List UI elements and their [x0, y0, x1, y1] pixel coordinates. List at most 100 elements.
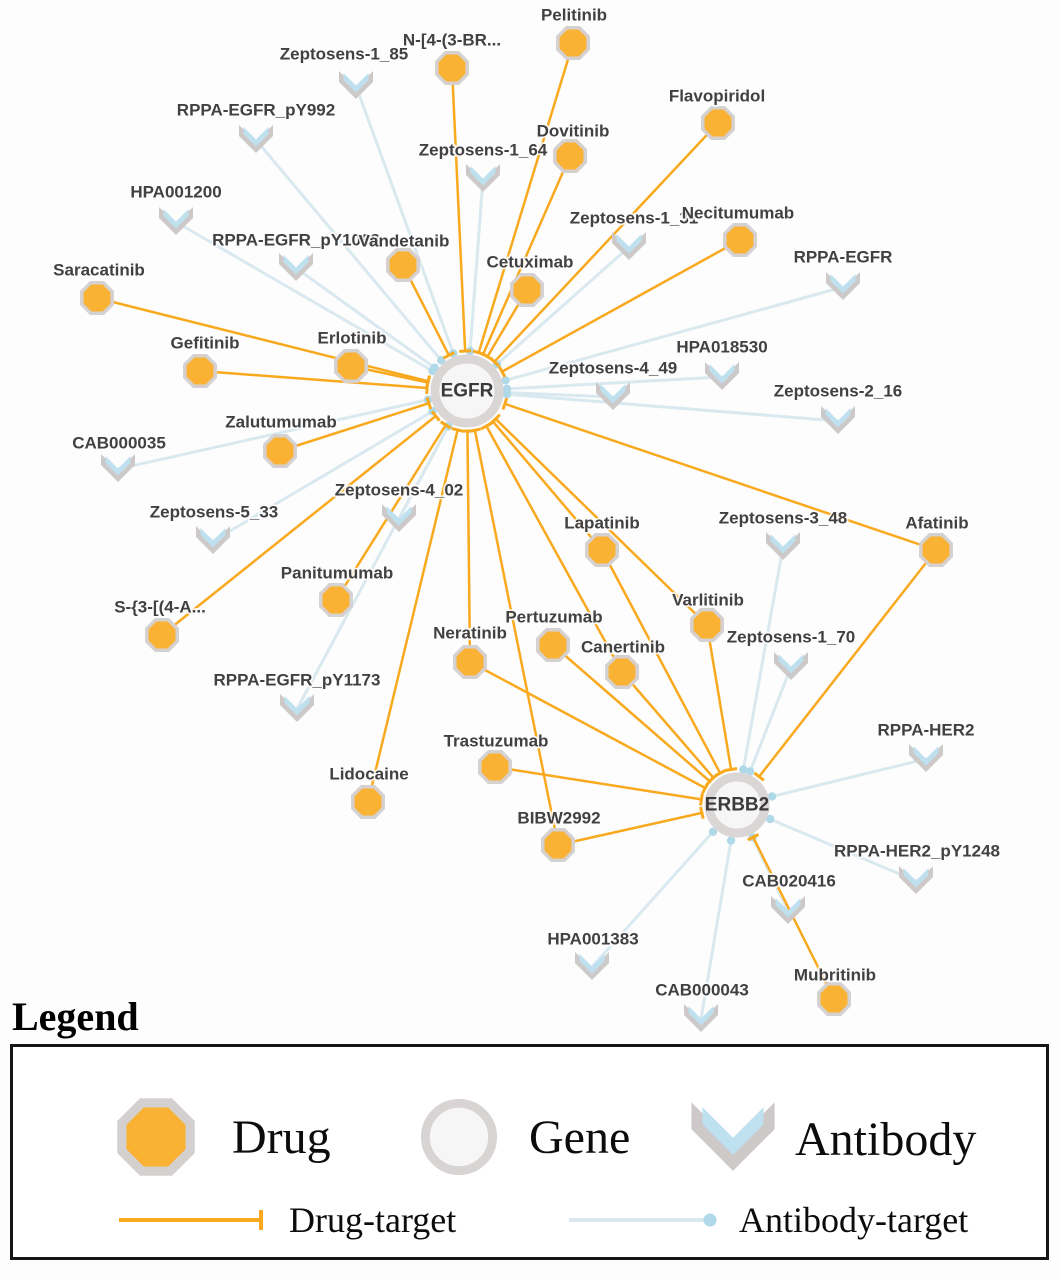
antibody-chevron-inner — [284, 696, 310, 716]
edge-antibody-target-rppa-egfr — [505, 285, 844, 382]
edge-antibody-target-zeptosens-1-85 — [354, 85, 455, 354]
edge-drug-target-flavopiridol — [493, 122, 719, 363]
antibody-chevron-icon — [339, 71, 373, 99]
edge-tee-cap — [451, 427, 464, 433]
antibody-chevron-icon — [575, 952, 609, 980]
antibody-chevron-icon — [466, 164, 500, 192]
edge-drug-target-canertinib — [485, 425, 624, 673]
antibody-chevron-inner — [470, 166, 496, 186]
antibody-label-cab000035: CAB000035 — [72, 434, 166, 453]
antibody-node-zeptosens-1-64 — [466, 164, 500, 192]
drug-label-afatinib: Afatinib — [905, 514, 968, 533]
antibody-chevron-inner — [163, 209, 189, 229]
edge-drug-target-saracatinib — [96, 296, 429, 383]
edge-tee-cap — [497, 365, 507, 378]
edge-tee-cap — [701, 782, 710, 795]
drug-label-vandetanib: Vandetanib — [359, 232, 450, 251]
antibody-label-zeptosens-2-16: Zeptosens-2_16 — [774, 382, 903, 401]
edge-antibody-target-hpa001200 — [175, 220, 434, 373]
antibody-node-rppa-her2-py1248 — [899, 866, 933, 894]
antibody-node-zeptosens-1-70 — [774, 652, 808, 680]
edge-antibody-target-zeptosens-1-31 — [495, 245, 630, 366]
edge-drug-target-bibw2992 — [557, 811, 703, 847]
antibody-chevron-inner — [243, 127, 269, 147]
drug-label-flavopiridol: Flavopiridol — [669, 87, 765, 106]
antibody-chevron-icon — [280, 694, 314, 722]
edge-drug-target-n-4-3-br — [450, 67, 467, 352]
drug-node-s-3-4-a — [145, 618, 179, 652]
edge-tee-cap — [707, 772, 719, 783]
antibody-chevron-inner — [775, 898, 801, 918]
antibody-chevron-icon — [101, 454, 135, 482]
antibody-node-rppa-egfr — [826, 272, 860, 300]
drug-target-line-icon — [119, 1210, 263, 1230]
legend-title: Legend — [12, 994, 139, 1039]
legend-item-drug-target: Drug-target — [113, 1199, 456, 1241]
edge-drug-target-trastuzumab — [494, 765, 702, 801]
edge-antibody-target-hpa018530 — [506, 375, 723, 391]
antibody-target-edges — [117, 85, 927, 1020]
drug-target-edges — [96, 42, 937, 1000]
edge-drug-target-lapatinib — [491, 420, 603, 551]
antibody-node-zeptosens-1-31 — [612, 232, 646, 260]
edge-drug-target-s-3-4-a — [161, 415, 437, 636]
drug-label-pelitinib: Pelitinib — [541, 6, 607, 25]
antibody-chevron-icon — [705, 362, 739, 390]
drug-label-necitumumab: Necitumumab — [682, 204, 794, 223]
antibody-node-rppa-egfr-py1173 — [280, 694, 314, 722]
antibody-node-hpa001383 — [575, 952, 609, 980]
edge-endpoint-dot — [745, 767, 755, 776]
antibody-label-cab000043: CAB000043 — [655, 981, 749, 1000]
edge-drug-target-lapatinib — [600, 549, 722, 774]
drug-node-canertinib — [605, 655, 639, 689]
antibody-label-rppa-her2-py1248: RPPA-HER2_pY1248 — [834, 842, 1000, 861]
antibody-chevron-icon — [239, 125, 273, 153]
edge-tee-cap — [753, 771, 765, 782]
antibody-chevron-icon — [771, 896, 805, 924]
antibody-label-hpa018530: HPA018530 — [676, 338, 767, 357]
drug-label-s-3-4-a: S-{3-[(4-A... — [114, 598, 206, 617]
drug-label-lapatinib: Lapatinib — [564, 514, 640, 533]
edge-antibody-target-zeptosens-2-16 — [506, 392, 839, 423]
edge-tee-cap — [699, 806, 705, 820]
edge-tee-cap — [481, 352, 494, 361]
antibody-node-zeptosens-5-33 — [196, 526, 230, 554]
drug-node-saracatinib — [80, 281, 114, 315]
drug-label-mubritinib: Mubritinib — [794, 966, 876, 985]
antibody-chevron-inner — [200, 528, 226, 548]
gene-label-erbb2: ERBB2 — [705, 795, 769, 816]
antibody-label-zeptosens-3-48: Zeptosens-3_48 — [719, 509, 848, 528]
antibody-label-zeptosens-4-49: Zeptosens-4_49 — [549, 359, 678, 378]
antibody-node-cab000035 — [101, 454, 135, 482]
drug-label-canertinib: Canertinib — [581, 638, 665, 657]
drug-node-cetuximab — [510, 273, 544, 307]
legend-item-antibody-target: Antibody-target — [563, 1199, 968, 1241]
legend-antibody-target-label: Antibody-target — [739, 1200, 969, 1240]
antibody-node-zeptosens-4-49 — [596, 382, 630, 410]
edge-tee-cap — [425, 376, 431, 389]
antibody-label-rppa-egfr-py1068: RPPA-EGFR_pY1068 — [212, 231, 380, 250]
drug-label-gefitinib: Gefitinib — [171, 334, 240, 353]
antibody-node-hpa001200 — [159, 207, 193, 235]
antibody-label-rppa-egfr-py992: RPPA-EGFR_pY992 — [177, 101, 335, 120]
legend-drug-label: Drug — [232, 1110, 331, 1164]
antibody-node-rppa-her2 — [909, 744, 943, 772]
edge-endpoint-dot — [437, 356, 446, 365]
edge-endpoint-dot — [430, 363, 439, 372]
drug-node-pelitinib — [556, 26, 590, 60]
antibody-label-rppa-her2: RPPA-HER2 — [878, 721, 975, 740]
edge-tee-cap — [442, 351, 455, 360]
edge-antibody-target-hpa001383 — [590, 830, 715, 969]
antibody-node-cab000043 — [684, 1004, 718, 1032]
antibody-chevron-icon — [826, 272, 860, 300]
drug-nodes — [80, 26, 953, 1016]
edge-tee-cap — [724, 767, 738, 772]
drug-label-bibw2992: BIBW2992 — [517, 809, 600, 828]
drug-node-neratinib — [453, 645, 487, 679]
antibody-chevron-inner — [600, 384, 626, 404]
drug-node-bibw2992 — [541, 828, 575, 862]
drug-node-zalutumumab — [263, 434, 297, 468]
antibody-chevron-icon — [684, 1004, 718, 1032]
drug-label-panitumumab: Panitumumab — [281, 564, 393, 583]
